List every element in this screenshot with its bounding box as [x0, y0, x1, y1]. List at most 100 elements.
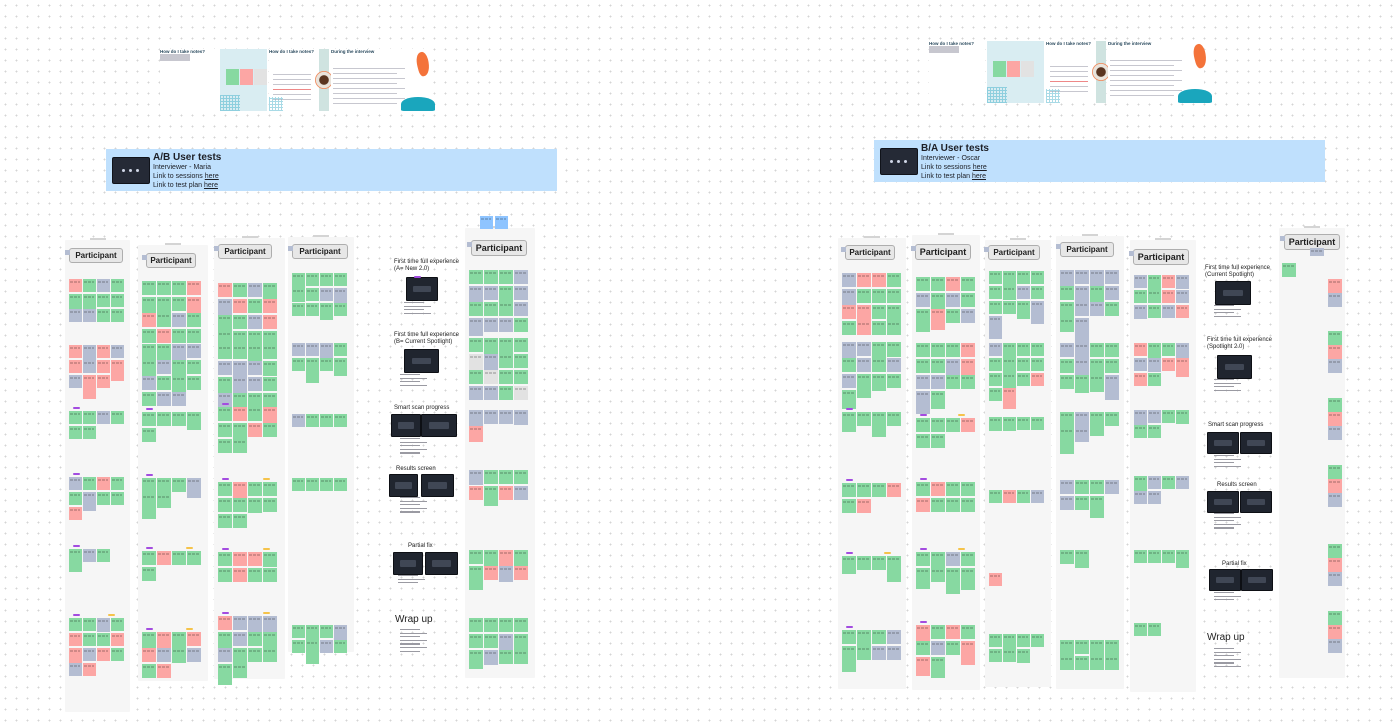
- sticky-note[interactable]: [187, 281, 201, 295]
- sticky-note[interactable]: [1105, 270, 1119, 284]
- sticky-note[interactable]: [248, 482, 262, 496]
- sticky-note[interactable]: [248, 377, 262, 391]
- sticky-note[interactable]: [157, 412, 171, 426]
- sticky-note[interactable]: [69, 279, 82, 292]
- sticky-note[interactable]: [931, 343, 945, 357]
- sticky-note[interactable]: [172, 551, 186, 565]
- sticky-note[interactable]: [172, 478, 186, 492]
- sticky-note[interactable]: [1017, 343, 1030, 356]
- sticky-note[interactable]: [248, 331, 262, 345]
- sticky-note[interactable]: [946, 343, 960, 357]
- sticky-note[interactable]: [484, 370, 498, 384]
- sticky-note[interactable]: [263, 331, 277, 349]
- sticky-note[interactable]: [157, 664, 171, 678]
- sticky-note[interactable]: [499, 566, 513, 582]
- sticky-note[interactable]: [1090, 656, 1104, 670]
- sticky-note[interactable]: [1090, 343, 1104, 357]
- sticky-note[interactable]: [142, 329, 156, 343]
- sticky-note[interactable]: [916, 498, 930, 512]
- sticky-note[interactable]: [187, 412, 201, 430]
- sticky-note[interactable]: [872, 358, 886, 372]
- sticky-note[interactable]: [1060, 318, 1074, 332]
- sticky-note[interactable]: [469, 486, 483, 500]
- sticky-note[interactable]: [320, 478, 333, 491]
- participant-tag[interactable]: Participant: [988, 245, 1040, 260]
- sticky-note[interactable]: [83, 633, 96, 646]
- sticky-note[interactable]: [233, 345, 247, 359]
- sticky-note[interactable]: [248, 315, 262, 329]
- sticky-note[interactable]: [961, 498, 975, 512]
- sticky-note[interactable]: [111, 294, 124, 307]
- sticky-note[interactable]: [931, 625, 945, 639]
- sticky-note[interactable]: [857, 358, 871, 372]
- info-slide-how-to-take-notes[interactable]: How do I take notes?: [929, 41, 985, 103]
- sticky-note[interactable]: [931, 293, 945, 312]
- sticky-note[interactable]: [1162, 305, 1175, 318]
- sticky-note[interactable]: [484, 318, 498, 332]
- sticky-note[interactable]: [872, 483, 886, 497]
- sticky-note[interactable]: [1310, 248, 1324, 256]
- info-slide-how-to-take-notes[interactable]: How do I take notes?: [160, 49, 218, 111]
- screenshot-scan-2[interactable]: [421, 414, 457, 437]
- sticky-note[interactable]: [233, 616, 247, 630]
- sticky-note[interactable]: [499, 286, 513, 304]
- sticky-note[interactable]: [218, 664, 232, 685]
- sticky-note[interactable]: [857, 412, 871, 426]
- sticky-note[interactable]: [111, 360, 124, 381]
- screenshot-partial-1[interactable]: [393, 552, 423, 575]
- participant-tag[interactable]: Participant: [471, 240, 527, 256]
- sticky-note[interactable]: [1134, 491, 1147, 504]
- sticky-note[interactable]: [1328, 479, 1342, 493]
- sticky-note[interactable]: [142, 313, 156, 327]
- sticky-note[interactable]: [1134, 623, 1147, 636]
- prototype-thumbnail[interactable]: [112, 157, 150, 184]
- sticky-note[interactable]: [887, 321, 901, 335]
- sticky-note[interactable]: [142, 297, 156, 313]
- sticky-note[interactable]: [157, 360, 171, 374]
- sticky-note[interactable]: [233, 423, 247, 443]
- sticky-note[interactable]: [1017, 373, 1030, 386]
- sticky-note[interactable]: [263, 393, 277, 407]
- sticky-note[interactable]: [83, 375, 96, 399]
- sticky-note[interactable]: [989, 649, 1002, 662]
- sticky-note[interactable]: [484, 634, 498, 648]
- sticky-note[interactable]: [218, 552, 232, 566]
- sticky-note[interactable]: [142, 281, 156, 295]
- sticky-note[interactable]: [111, 477, 124, 490]
- sticky-note[interactable]: [83, 426, 96, 439]
- sticky-note[interactable]: [989, 573, 1002, 586]
- sticky-note[interactable]: [187, 344, 201, 358]
- sticky-note[interactable]: [233, 393, 247, 407]
- sticky-note[interactable]: [1176, 550, 1189, 568]
- info-slide-note-colors[interactable]: [987, 41, 1044, 103]
- sticky-note[interactable]: [989, 388, 1002, 401]
- test-plan-link[interactable]: here: [203, 182, 218, 189]
- sticky-note[interactable]: [111, 309, 124, 322]
- sticky-note[interactable]: [157, 329, 171, 343]
- sticky-note[interactable]: [887, 630, 901, 644]
- sticky-note[interactable]: [842, 305, 856, 319]
- sticky-note[interactable]: [480, 216, 493, 229]
- sticky-note[interactable]: [248, 568, 262, 582]
- sticky-note[interactable]: [1075, 480, 1089, 494]
- sticky-note[interactable]: [1328, 465, 1342, 479]
- sticky-note[interactable]: [857, 483, 871, 497]
- sticky-note[interactable]: [97, 309, 110, 322]
- screenshot-results-1[interactable]: [389, 474, 418, 497]
- sticky-note[interactable]: [263, 315, 277, 329]
- sticky-note[interactable]: [218, 407, 232, 421]
- sticky-note[interactable]: [946, 418, 960, 432]
- sticky-note[interactable]: [887, 412, 901, 426]
- sticky-note[interactable]: [111, 345, 124, 358]
- sticky-note[interactable]: [946, 277, 960, 291]
- sticky-note[interactable]: [842, 390, 856, 409]
- sticky-note[interactable]: [842, 483, 856, 497]
- sticky-note[interactable]: [263, 552, 277, 567]
- sticky-note[interactable]: [187, 648, 201, 662]
- sticky-note[interactable]: [157, 392, 171, 406]
- screenshot-partial-2[interactable]: [425, 552, 458, 575]
- sticky-note[interactable]: [916, 568, 930, 589]
- sticky-note[interactable]: [514, 370, 528, 384]
- sticky-note[interactable]: [499, 302, 513, 316]
